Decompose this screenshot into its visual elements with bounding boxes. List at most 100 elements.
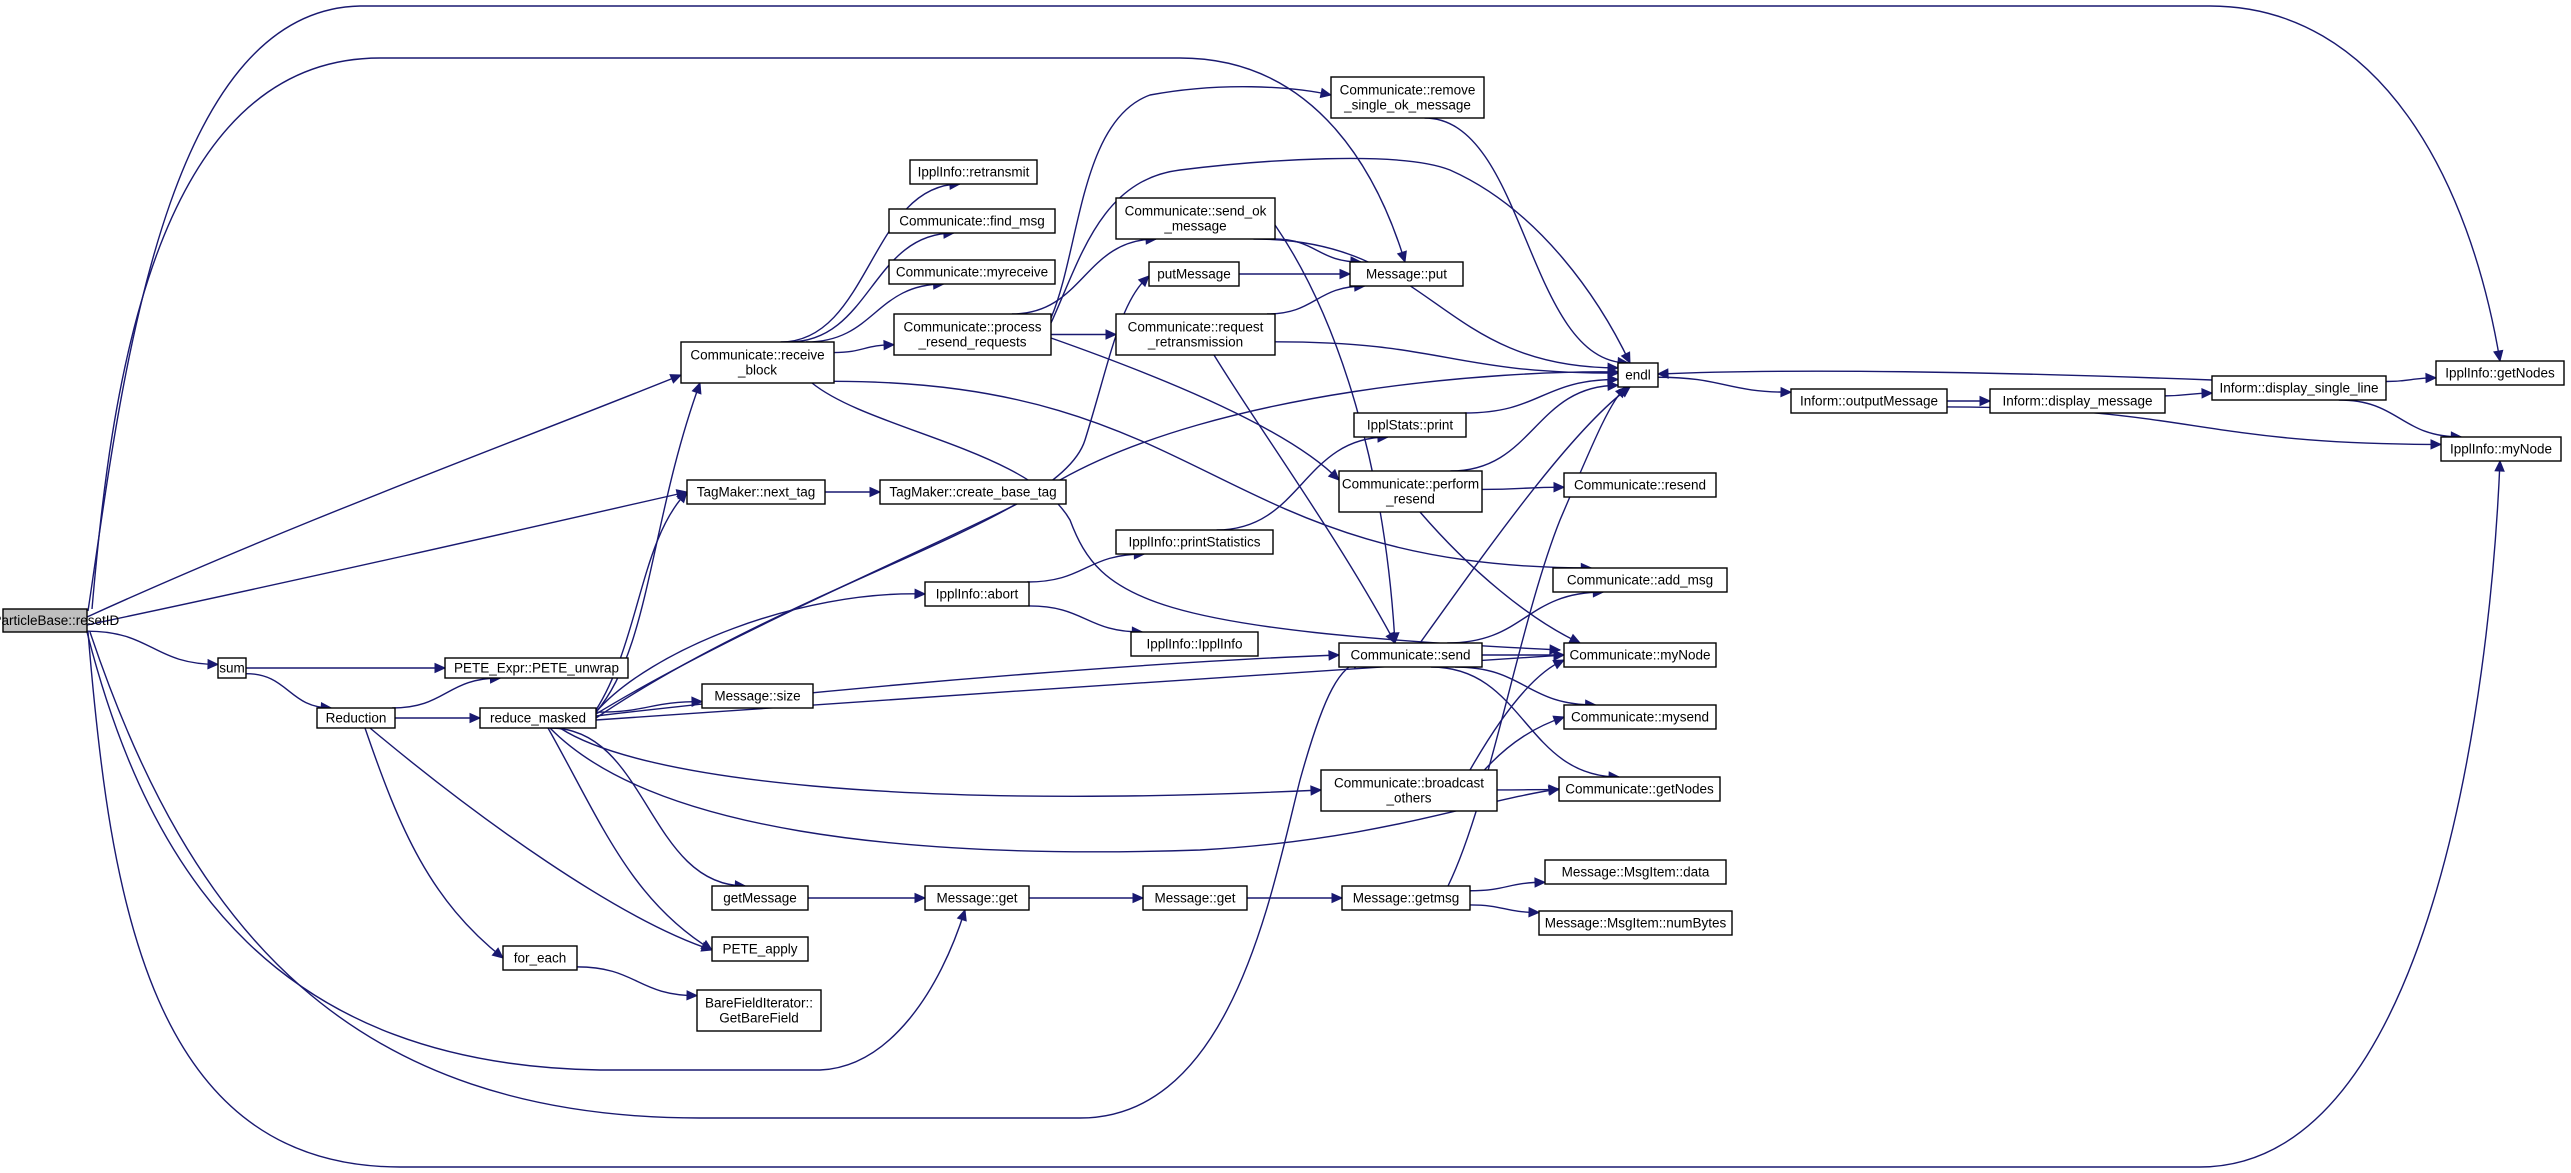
node-box xyxy=(479,707,597,729)
node-pete-apply[interactable]: PETE_apply xyxy=(711,936,809,962)
edge-Reduction-to-reduce_masked xyxy=(395,712,482,724)
node-reduce-masked[interactable]: reduce_masked xyxy=(479,707,597,729)
node-tagmaker-create-base-tag[interactable]: TagMaker::create_base_tag xyxy=(879,479,1067,505)
node-add-msg[interactable]: Communicate::add_msg xyxy=(1552,567,1728,593)
edge-line xyxy=(91,57,1406,610)
edge-arrowhead xyxy=(669,374,683,384)
node-for-each[interactable]: for_each xyxy=(502,945,578,971)
node-message-put[interactable]: Message::put xyxy=(1349,261,1464,287)
node-label: Communicate::myreceive xyxy=(896,265,1048,280)
edge-line xyxy=(1011,238,1157,315)
node-outputmessage[interactable]: Inform::outputMessage xyxy=(1790,388,1948,414)
node-ipplinfo-abort[interactable]: IpplInfo::abort xyxy=(924,581,1030,607)
edge-arrowhead xyxy=(1132,892,1145,904)
edge-line xyxy=(559,727,1322,797)
node-comm-getnodes[interactable]: Communicate::getNodes xyxy=(1558,776,1721,802)
edge-line xyxy=(811,382,1561,651)
node-perform-resend[interactable]: Communicate::perform_resend xyxy=(1338,470,1483,513)
node-receive-block[interactable]: Communicate::receive_block xyxy=(680,341,835,384)
edge-perform_resend-to-Comm_resend xyxy=(1481,481,1566,493)
edge-line xyxy=(780,183,960,343)
node-request-retrans[interactable]: Communicate::request_retransmission xyxy=(1115,313,1276,356)
node-box xyxy=(893,313,1052,356)
node-comm-send[interactable]: Communicate::send xyxy=(1338,642,1483,668)
node-getmsg[interactable]: Message::getmsg xyxy=(1341,885,1471,911)
node-box xyxy=(1320,769,1498,812)
edge-arrowhead xyxy=(2493,349,2504,363)
node-box xyxy=(1989,388,2166,414)
edge-arrowhead xyxy=(1780,386,1793,398)
edge-display_single_line-to-IpplInfo_myNode xyxy=(2338,399,2463,442)
node-box xyxy=(1563,704,1717,730)
node-ipplinfo-getnodes[interactable]: IpplInfo::getNodes xyxy=(2435,360,2565,386)
node-pete-unwrap[interactable]: PETE_Expr::PETE_unwrap xyxy=(444,657,629,679)
node-sum[interactable]: sum xyxy=(217,657,247,679)
node-label: Communicate::send xyxy=(1350,648,1470,663)
node-getmessage[interactable]: getMessage xyxy=(711,885,809,911)
node-label: Communicate::send_ok xyxy=(1125,204,1267,219)
node-endl[interactable]: endl xyxy=(1617,362,1659,388)
node-reduction[interactable]: Reduction xyxy=(316,707,396,729)
node-msgitem-data[interactable]: Message::MsgItem::data xyxy=(1544,859,1727,885)
node-resetid[interactable]: IpplParticleBase::resetID xyxy=(0,608,120,633)
node-label: Communicate::find_msg xyxy=(899,214,1045,229)
node-label: Communicate::broadcast xyxy=(1334,776,1484,791)
node-label: Communicate::myNode xyxy=(1569,648,1710,663)
edge-reduce_masked-to-PETE_apply xyxy=(547,727,714,951)
node-box xyxy=(711,885,809,911)
node-label: IpplInfo::retransmit xyxy=(918,165,1030,180)
node-label: IpplParticleBase::resetID xyxy=(0,613,120,628)
edge-line xyxy=(89,631,1363,1119)
node-getbarefield[interactable]: BareFieldIterator::GetBareField xyxy=(696,989,822,1032)
edge-line xyxy=(547,727,713,951)
edge-line xyxy=(1469,881,1546,892)
node-display-single-line[interactable]: Inform::display_single_line xyxy=(2211,375,2387,401)
node-label: _resend xyxy=(1385,492,1435,507)
node-broadcast-others[interactable]: Communicate::broadcast_others xyxy=(1320,769,1498,812)
edge-arrowhead xyxy=(1385,631,1396,645)
edge-outputMessage-to-display_message xyxy=(1947,395,1992,407)
node-label: PETE_apply xyxy=(722,942,797,957)
node-comm-resend[interactable]: Communicate::resend xyxy=(1563,472,1717,498)
node-putmessage[interactable]: putMessage xyxy=(1148,261,1240,287)
node-box xyxy=(1148,261,1240,287)
edge-Comm_send-to-add_msg xyxy=(1447,587,1605,644)
node-remove-single[interactable]: Communicate::remove_single_ok_message xyxy=(1330,76,1485,119)
node-find-msg[interactable]: Communicate::find_msg xyxy=(888,208,1056,234)
edge-line xyxy=(1027,553,1145,583)
node-process-resend[interactable]: Communicate::process_resend_requests xyxy=(893,313,1052,356)
node-tagmaker-next-tag[interactable]: TagMaker::next_tag xyxy=(686,479,826,505)
node-myreceive[interactable]: Communicate::myreceive xyxy=(888,259,1056,285)
edge-line xyxy=(1216,436,1388,531)
node-label: TagMaker::next_tag xyxy=(697,485,816,500)
node-label: reduce_masked xyxy=(490,711,586,726)
node-display-message[interactable]: Inform::display_message xyxy=(1989,388,2166,414)
edge-line xyxy=(86,631,966,1071)
node-ipplinfo-mynode[interactable]: IpplInfo::myNode xyxy=(2440,436,2562,462)
node-send-ok[interactable]: Communicate::send_ok_message xyxy=(1115,197,1276,240)
edge-layer xyxy=(86,5,2505,1168)
edge-line xyxy=(86,491,688,626)
node-comm-mynode[interactable]: Communicate::myNode xyxy=(1563,642,1717,668)
edge-arrowhead xyxy=(676,491,688,504)
node-message-get2[interactable]: Message::get xyxy=(1142,885,1248,911)
node-label: PETE_Expr::PETE_unwrap xyxy=(454,661,619,676)
edge-arrowhead xyxy=(691,381,702,395)
node-msgitem-numbytes[interactable]: Message::MsgItem::numBytes xyxy=(1538,910,1733,936)
node-box xyxy=(502,945,578,971)
edge-Reduction-to-PETE_unwrap xyxy=(392,673,502,709)
node-ipplinfo-ipplinfo[interactable]: IpplInfo::IpplInfo xyxy=(1130,631,1259,657)
node-message-get1[interactable]: Message::get xyxy=(924,885,1030,911)
node-ipplstats-print[interactable]: IpplStats::print xyxy=(1353,412,1467,438)
node-label: IpplInfo::getNodes xyxy=(2445,366,2555,381)
edge-arrowhead xyxy=(1328,650,1341,661)
node-box xyxy=(879,479,1067,505)
node-box xyxy=(1617,362,1659,388)
node-box xyxy=(1115,529,1274,555)
node-mysend[interactable]: Communicate::mysend xyxy=(1563,704,1717,730)
edge-putMessage-to-Message_put xyxy=(1238,268,1352,280)
node-printstatistics[interactable]: IpplInfo::printStatistics xyxy=(1115,529,1274,555)
node-message-size[interactable]: Message::size xyxy=(701,683,814,709)
node-retransmit[interactable]: IpplInfo::retransmit xyxy=(909,159,1038,185)
